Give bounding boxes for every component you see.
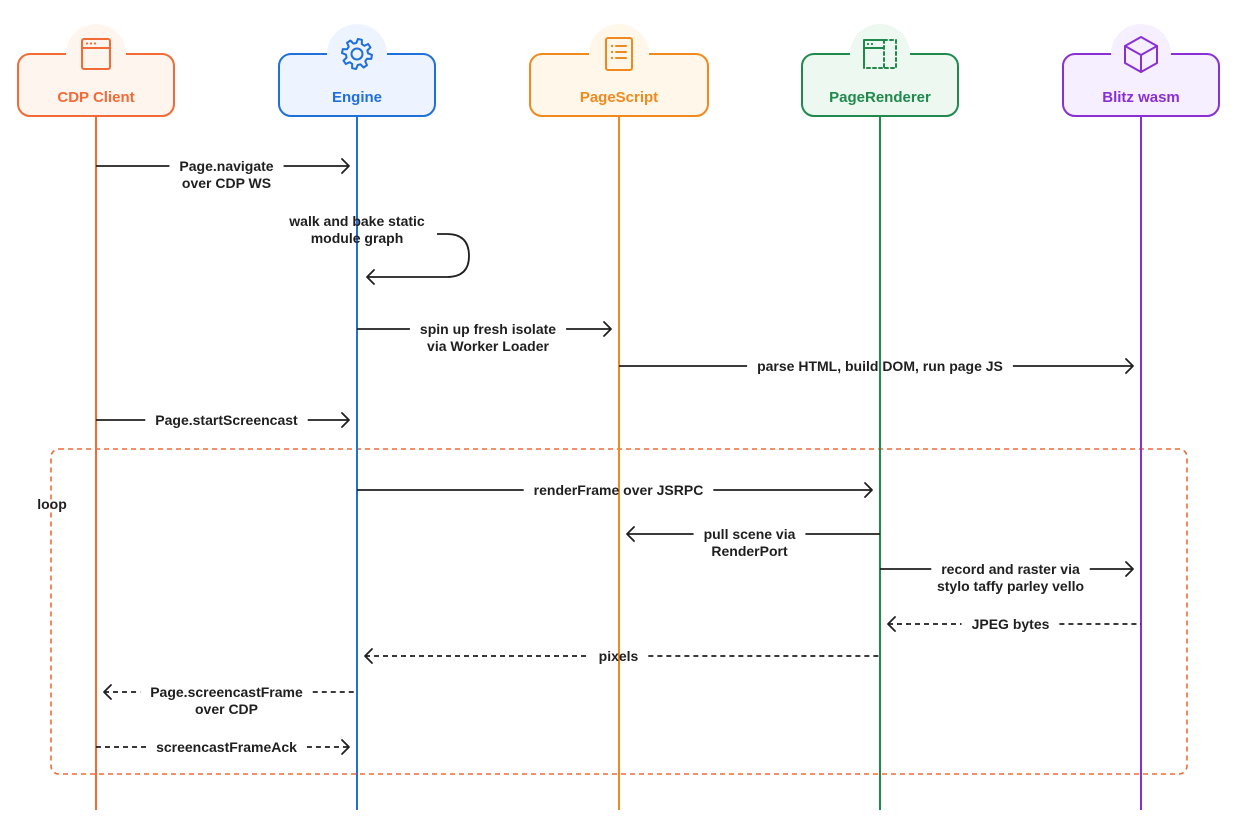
message-label: Page.navigate: [179, 158, 273, 174]
message-10: pixels: [364, 648, 880, 664]
message-label: Page.screencastFrame: [150, 684, 303, 700]
participant-engine: Engine: [278, 24, 436, 810]
icon-halo: [589, 24, 649, 84]
message-4: parse HTML, build DOM, run page JS: [619, 358, 1134, 374]
cube-icon: [1124, 36, 1158, 73]
icon-halo: [327, 24, 387, 84]
message-label: renderFrame over JSRPC: [534, 482, 704, 498]
message-label: pixels: [599, 648, 639, 664]
message-label: over CDP WS: [182, 175, 271, 191]
message-label: pull scene via: [704, 526, 796, 542]
script-document-icon: [605, 37, 633, 71]
arrowhead: [864, 482, 873, 498]
participant-label-engine: Engine: [332, 89, 382, 106]
message-label: stylo taffy parley vello: [937, 578, 1084, 594]
message-label: JPEG bytes: [972, 616, 1050, 632]
message-label: over CDP: [195, 701, 258, 717]
arrowhead: [103, 684, 112, 700]
message-5: Page.startScreencast: [96, 412, 350, 428]
arrowhead: [887, 616, 896, 632]
participant-cdp: CDP Client: [17, 24, 175, 810]
participant-label-cdp: CDP Client: [57, 89, 134, 106]
arrowhead: [341, 412, 350, 428]
message-12: screencastFrameAck: [96, 739, 350, 755]
participant-pagescript: PageScript: [529, 24, 709, 810]
message-label: spin up fresh isolate: [420, 321, 556, 337]
message-label: via Worker Loader: [427, 338, 549, 354]
participant-pagerenderer: PageRenderer: [801, 24, 959, 810]
icon-halo: [850, 24, 910, 84]
arrowhead: [603, 321, 612, 337]
message-6: renderFrame over JSRPC: [357, 482, 873, 498]
arrowhead: [1125, 561, 1134, 577]
participant-label-pagerenderer: PageRenderer: [829, 89, 931, 106]
icon-halo: [66, 24, 126, 84]
message-label: parse HTML, build DOM, run page JS: [757, 358, 1003, 374]
arrowhead: [626, 526, 635, 542]
message-label: module graph: [311, 230, 404, 246]
participant-blitz: Blitz wasm: [1062, 24, 1220, 810]
gear-icon: [341, 38, 373, 70]
arrowhead: [341, 739, 350, 755]
browser-window-icon: [81, 38, 111, 70]
message-label: Page.startScreencast: [155, 412, 298, 428]
message-label: RenderPort: [711, 543, 788, 559]
arrowhead: [364, 648, 373, 664]
render-window-icon: [863, 39, 897, 69]
arrowhead: [366, 269, 375, 285]
participant-label-pagescript: PageScript: [580, 89, 658, 106]
message-label: screencastFrameAck: [156, 739, 297, 755]
message-label: walk and bake static: [288, 213, 425, 229]
message-9: JPEG bytes: [887, 616, 1141, 632]
participant-label-blitz: Blitz wasm: [1102, 89, 1180, 106]
arrowhead: [341, 158, 350, 174]
arrowhead: [1125, 358, 1134, 374]
self-arrow-line: [367, 233, 470, 278]
loop-label: loop: [37, 496, 67, 512]
message-label: record and raster via: [941, 561, 1080, 577]
